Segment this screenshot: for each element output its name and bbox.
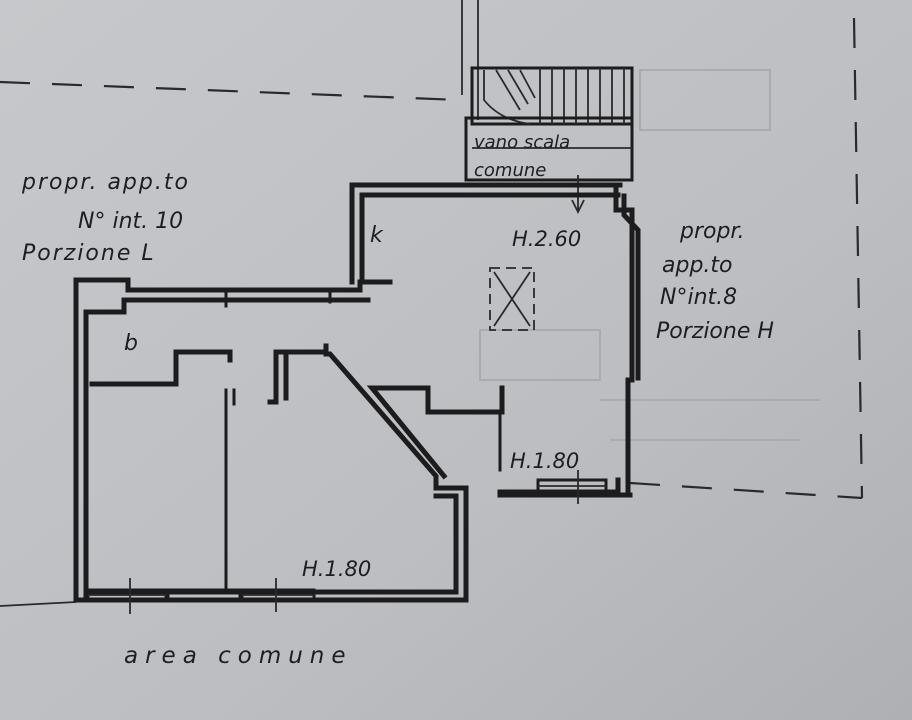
room-k-label: k bbox=[370, 223, 384, 248]
right-owner-line-3: N°int.8 bbox=[660, 285, 737, 310]
height-window-label: H.1.80 bbox=[510, 449, 579, 473]
property-boundary-dashed bbox=[0, 17, 864, 500]
height-bottom-label: H.1.80 bbox=[302, 557, 371, 581]
room-b-label: b bbox=[124, 331, 138, 356]
stair-well bbox=[464, 66, 634, 215]
right-owner-line-1: propr. bbox=[679, 219, 744, 244]
skylight-symbol bbox=[489, 267, 535, 331]
left-owner-line-2: N° int. 10 bbox=[78, 209, 183, 234]
area-comune-label: area comune bbox=[124, 643, 353, 669]
walls bbox=[73, 182, 641, 603]
right-owner-line-4: Porzione H bbox=[656, 319, 774, 344]
left-owner-label: propr. app.to N° int. 10 Porzione L bbox=[21, 170, 190, 266]
right-owner-label: propr. app.to N°int.8 Porzione H bbox=[656, 219, 774, 344]
ghost-marks bbox=[479, 69, 820, 441]
left-owner-line-1: propr. app.to bbox=[21, 170, 190, 195]
height-main-label: H.2.60 bbox=[512, 227, 581, 251]
stair-label-line-2: comune bbox=[474, 160, 546, 181]
right-owner-line-2: app.to bbox=[662, 253, 733, 278]
stair-label-line-1: vano scala bbox=[474, 132, 570, 153]
left-owner-line-3: Porzione L bbox=[22, 241, 156, 266]
site-lines bbox=[0, 0, 479, 607]
stair-label: vano scala comune bbox=[474, 132, 570, 181]
windows bbox=[86, 470, 608, 614]
